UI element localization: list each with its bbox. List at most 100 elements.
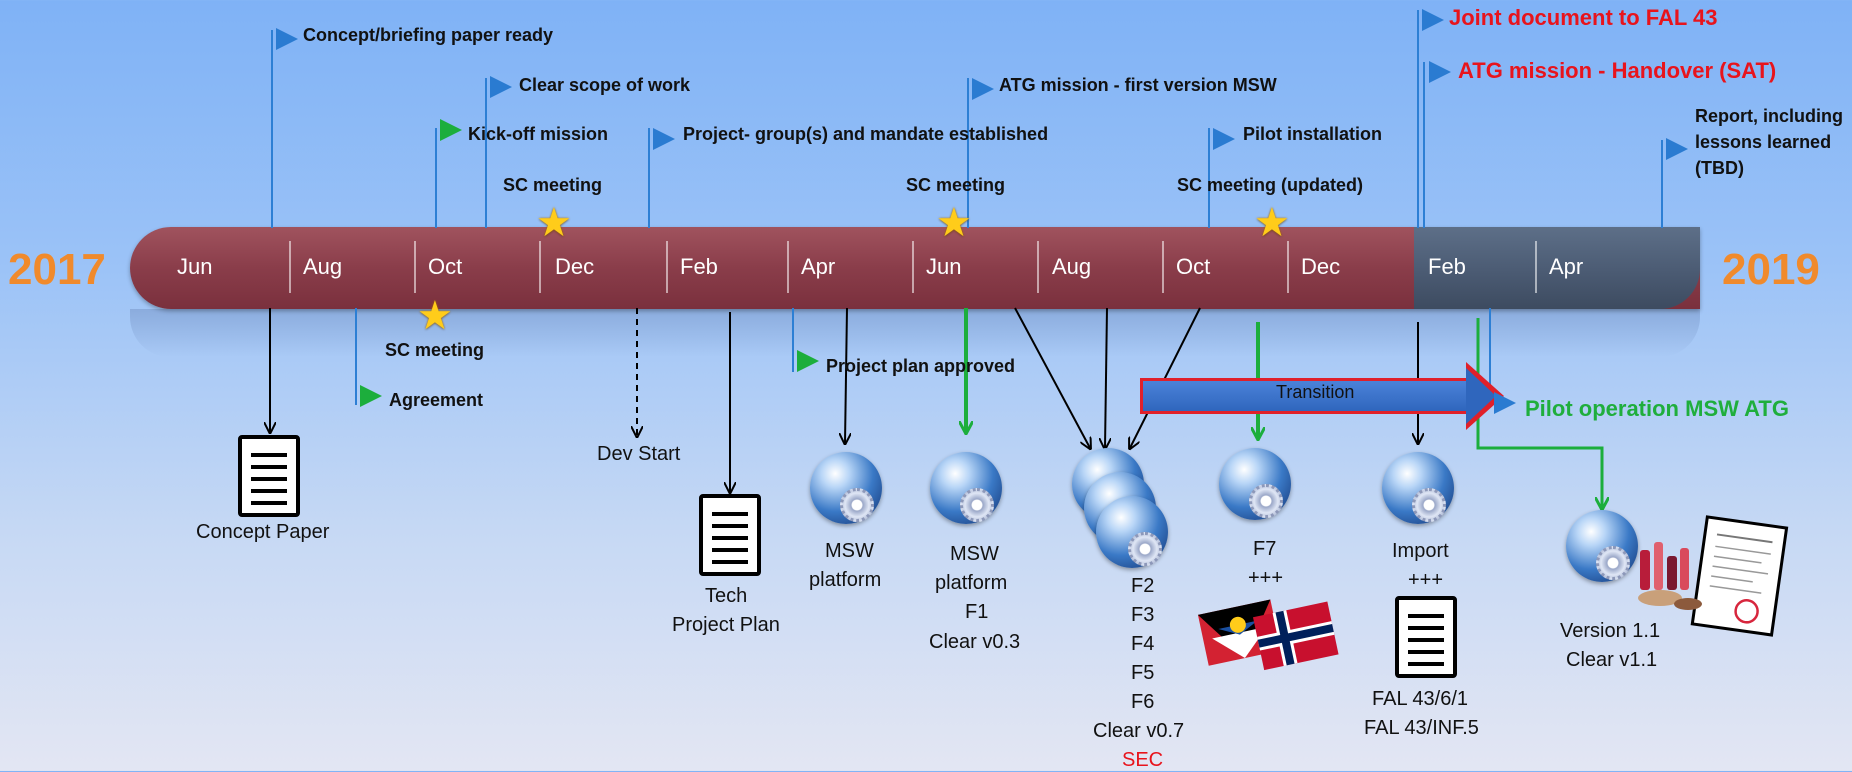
version-line2: Clear v1.1 [1566,649,1658,671]
concept-paper-label: Concept Paper [196,521,330,543]
f-list-item: F6 [1131,691,1155,713]
month-label: Apr [801,254,836,279]
flag-icon [1422,9,1444,31]
msw-platform-line2: platform [809,569,882,591]
document-icon [238,435,300,517]
month-divider [912,241,914,293]
month-label: Dec [1301,254,1341,279]
msw-f1-line2: platform [935,572,1008,594]
month-label: Apr [1549,254,1584,279]
month-label: Jun [177,254,213,279]
sc-meeting-label-1: SC meeting [503,175,603,195]
timeline-bar-2019 [1414,227,1700,309]
f-list-item: F5 [1131,662,1155,684]
gear-icon [1412,488,1446,522]
milestone-clear-scope: Clear scope of work [519,75,691,95]
fal-line1: FAL 43/6/1 [1372,688,1468,710]
star-icon: ★ [417,294,453,338]
month-divider [666,241,668,293]
msw-f1-line1: MSW [950,543,999,565]
version-line1: Version 1.1 [1560,620,1661,642]
tech-plan-line2: Project Plan [672,614,780,636]
sc-meeting-label-3: SC meeting (updated) [1177,175,1364,195]
transition-arrow-head-fill [1466,368,1496,424]
import-line2: +++ [1408,569,1444,591]
milestone-report-line2: lessons learned [1695,132,1832,152]
transition-label: Transition [1276,382,1355,402]
flag-icon [1213,128,1235,150]
sc-meeting-label-2: SC meeting [906,175,1006,195]
flag-icon [653,128,675,150]
sc-meeting-label-below: SC meeting [385,340,485,360]
cosmetics-icon [1638,515,1789,637]
flag-icon [276,28,298,50]
document-icon [1395,596,1457,678]
month-divider [289,241,291,293]
end-year: 2019 [1722,245,1820,294]
month-divider [539,241,541,293]
flag-icon [1494,392,1516,414]
f7-line1: F7 [1253,538,1277,560]
dev-start-label: Dev Start [597,443,681,465]
month-divider [1287,241,1289,293]
f-list-item: F4 [1131,633,1155,655]
timeline-reflection [130,309,1700,357]
flag-icon [972,78,994,100]
milestone-report-line1: Report, including [1695,106,1843,126]
f-list-item: F2 [1131,575,1155,597]
flag-icon [490,76,512,98]
milestone-kickoff: Kick-off mission [468,124,609,144]
month-divider [787,241,789,293]
milestone-plan-approved: Project plan approved [826,356,1016,376]
sec-label: SEC [1122,749,1164,771]
milestone-pilot-operation: Pilot operation MSW ATG [1525,396,1789,421]
gear-icon [840,488,874,522]
flag-icon [1666,138,1688,160]
milestone-joint-document: Joint document to FAL 43 [1449,5,1718,30]
milestone-agreement: Agreement [389,390,484,410]
f-list-item: F3 [1131,604,1155,626]
fal-line2: FAL 43/INF.5 [1364,717,1479,739]
month-divider [414,241,416,293]
month-label: Aug [303,254,343,279]
star-icon: ★ [536,201,572,245]
month-label: Feb [1428,254,1466,279]
flag-icon [1429,61,1451,83]
start-year: 2017 [8,245,106,294]
gear-icon [1596,546,1630,580]
milestone-pilot-install: Pilot installation [1243,124,1383,144]
month-label: Dec [555,254,595,279]
gear-icon [1249,484,1283,518]
flag-icon [797,350,819,372]
norway-flag-icon [1252,601,1339,671]
flag-icon [440,119,462,141]
milestone-atg-first: ATG mission - first version MSW [999,75,1277,95]
f7-line2: +++ [1248,567,1284,589]
flag-icon [360,385,382,407]
transition-arrow [1140,378,1470,414]
star-icon: ★ [936,201,972,245]
milestone-atg-handover: ATG mission - Handover (SAT) [1458,58,1777,83]
milestone-project-groups: Project- group(s) and mandate establishe… [683,124,1049,144]
milestone-concept-ready: Concept/briefing paper ready [303,25,554,45]
month-divider [1162,241,1164,293]
msw-f1-line4: Clear v0.3 [929,631,1021,653]
month-label: Oct [428,254,463,279]
month-label: Jun [926,254,962,279]
milestone-report-line3: (TBD) [1695,158,1744,178]
import-line1: Import [1392,540,1449,562]
f-list-item: Clear v0.7 [1093,720,1185,742]
month-divider [1535,241,1537,293]
month-label: Oct [1176,254,1211,279]
msw-f1-line3: F1 [965,601,989,623]
msw-platform-line1: MSW [825,540,874,562]
month-divider [1037,241,1039,293]
month-label: Aug [1052,254,1092,279]
month-label: Feb [680,254,718,279]
tech-plan-line1: Tech [705,585,748,607]
gear-icon [960,488,994,522]
document-icon [699,494,761,576]
gear-icon [1128,532,1162,566]
